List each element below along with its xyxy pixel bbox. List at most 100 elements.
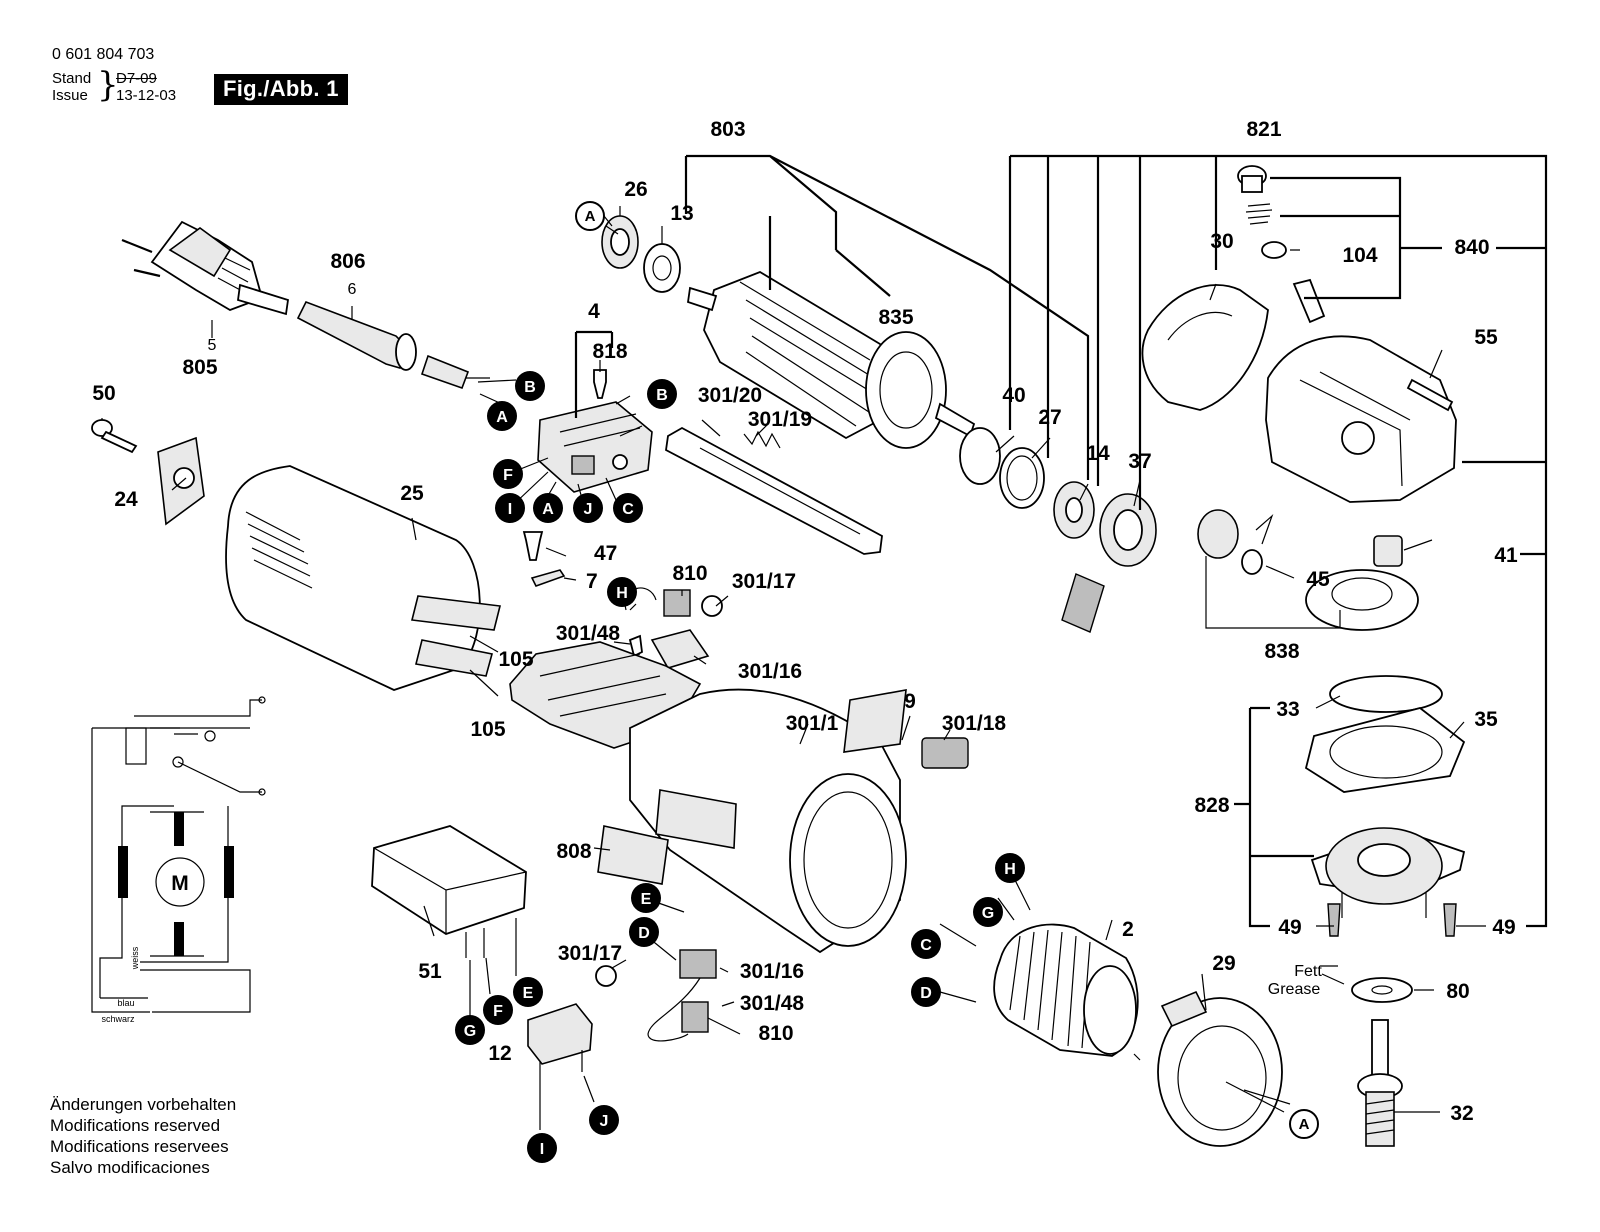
bearing-flange-drawing — [1310, 827, 1466, 918]
brush-holder-drawing — [624, 587, 723, 669]
screw-818-drawing — [593, 369, 607, 399]
part-label: 810 — [672, 562, 707, 585]
rings-drawing — [959, 427, 1157, 633]
part-label: 2 — [1122, 918, 1134, 941]
issue-value: 13-12-03 — [116, 87, 177, 104]
connector-bubble: A — [575, 201, 605, 231]
svg-text:B: B — [524, 379, 536, 396]
part-label: 835 — [878, 306, 913, 329]
stand-label: Stand — [52, 70, 92, 87]
part-label: 301/17 — [558, 942, 622, 965]
bearing-plate-drawing — [1157, 990, 1283, 1147]
part-label: 40 — [1002, 384, 1025, 407]
connector-bubble: A — [1289, 1109, 1319, 1139]
washer-drawing — [1351, 977, 1413, 1003]
screw-and-plate-drawing — [91, 419, 205, 526]
connector-bubble: A — [487, 401, 517, 431]
motor-symbol: M — [171, 872, 189, 895]
svg-text:G: G — [982, 905, 994, 922]
svg-text:I: I — [508, 501, 512, 518]
part-label: 35 — [1474, 708, 1498, 731]
note-line: Modifications reservees — [50, 1137, 229, 1156]
wire-label: blau — [117, 998, 134, 1008]
svg-text:D: D — [638, 925, 650, 942]
part-label: 49 — [1278, 916, 1301, 939]
part-label: 50 — [92, 382, 115, 405]
connector-bubble: B — [515, 371, 545, 401]
screw-49-right-drawing — [1443, 903, 1457, 937]
issue-label: Issue — [52, 87, 88, 104]
part-label: 828 — [1194, 794, 1229, 817]
svg-text:J: J — [600, 1113, 609, 1130]
part-label: 821 — [1246, 118, 1281, 141]
part-label: 27 — [1038, 406, 1061, 429]
part-label: 301/18 — [942, 712, 1007, 735]
gear-set-drawing — [1197, 509, 1419, 631]
capacitor-drawing — [371, 825, 527, 958]
part-label: 41 — [1494, 544, 1518, 567]
connector-bubble: D — [911, 977, 941, 1007]
part-label: 13 — [670, 202, 693, 225]
modification-notes: Änderungen vorbehalten Modifications res… — [50, 1094, 236, 1178]
connector-bubble: G — [973, 897, 1003, 927]
part-label: 32 — [1450, 1102, 1473, 1125]
connector-bubble: C — [613, 493, 643, 523]
connector-bubble: J — [573, 493, 603, 523]
svg-text:G: G — [464, 1023, 476, 1040]
grease-label-1: Fett — [1294, 963, 1322, 980]
switch-drawing — [537, 401, 653, 493]
part-label: 104 — [1342, 244, 1377, 267]
label-808-drawing — [597, 825, 669, 885]
part-label: 24 — [114, 488, 138, 511]
part-label: 803 — [710, 118, 745, 141]
cap-30-drawing — [1141, 284, 1269, 411]
part-label: 840 — [1454, 236, 1489, 259]
part-label: 5 — [208, 337, 217, 354]
part-label: 301/16 — [738, 660, 802, 683]
part-label: 9 — [904, 690, 916, 713]
part-label: 80 — [1446, 980, 1469, 1003]
connector-bubble: H — [995, 853, 1025, 883]
connector-bubble: G — [455, 1015, 485, 1045]
figure-badge: Fig./Abb. 1 — [214, 74, 348, 105]
svg-text:H: H — [616, 585, 628, 602]
part-label: 838 — [1264, 640, 1299, 663]
part-label: 4 — [588, 300, 600, 323]
field-coil-drawing — [993, 923, 1139, 1057]
gear-housing-drawing — [629, 688, 907, 954]
connector-bubble: E — [513, 977, 543, 1007]
svg-text:C: C — [920, 937, 932, 954]
part-label: 301/20 — [698, 384, 762, 407]
part-label: 105 — [470, 718, 505, 741]
revision-block: Stand D7-09 Issue 13-12-03 — [52, 70, 176, 104]
part-label: 805 — [182, 356, 217, 379]
gear-head-drawing — [1265, 335, 1457, 503]
spindle-drawing — [1357, 1019, 1403, 1147]
part-label: 26 — [624, 178, 647, 201]
svg-text:B: B — [656, 387, 668, 404]
stand-value: D7-09 — [116, 70, 157, 87]
grease-label-2: Grease — [1268, 981, 1321, 998]
part-label: 301/16 — [740, 960, 804, 983]
svg-text:J: J — [584, 501, 593, 518]
cable-sleeve-drawing — [296, 300, 490, 390]
svg-text:F: F — [503, 467, 513, 484]
screw-47-drawing — [522, 531, 544, 561]
flange-drawing — [1304, 675, 1466, 793]
part-label: 301/17 — [732, 570, 796, 593]
part-label: 818 — [592, 340, 627, 363]
switch-rod-drawing — [665, 426, 883, 555]
part-label: 37 — [1128, 450, 1151, 473]
part-numbers: 803 26 13 835 806 6 5 805 4 818 301/20 3… — [92, 118, 1518, 1125]
part-label: 25 — [400, 482, 424, 505]
part-label: 29 — [1212, 952, 1235, 975]
connector-bubble: F — [483, 995, 513, 1025]
svg-text:I: I — [540, 1141, 544, 1158]
note-line: Salvo modificaciones — [50, 1158, 210, 1177]
part-label: 6 — [348, 281, 357, 298]
connector-bubble: I — [495, 493, 525, 523]
slider-knob-drawing — [921, 737, 969, 769]
connector-bubble: I — [527, 1133, 557, 1163]
lower-brush-drawing — [595, 949, 717, 1042]
connector-bubble: D — [629, 917, 659, 947]
